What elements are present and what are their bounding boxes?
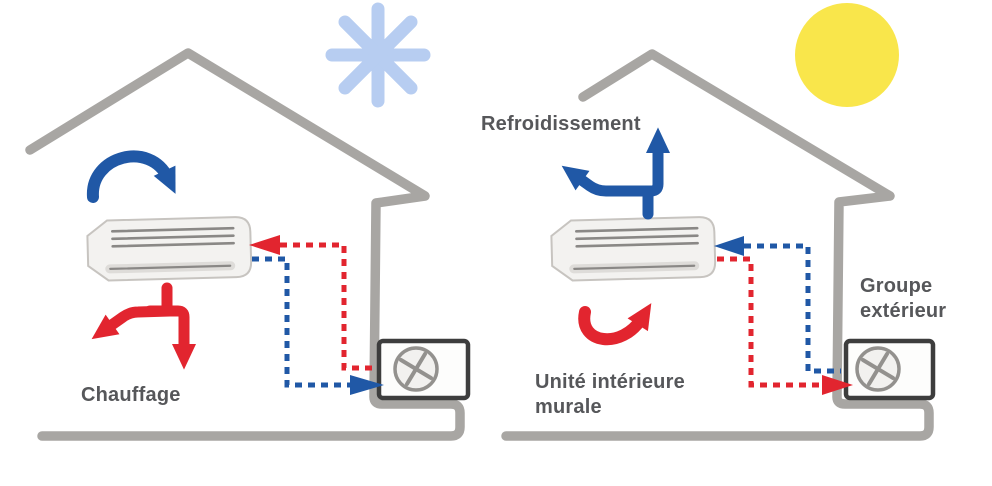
left-outdoor-unit — [376, 338, 471, 401]
sun-icon — [795, 3, 899, 107]
right-house-outline — [501, 49, 934, 441]
right-hot-line-arrowhead — [822, 375, 853, 395]
right-warm-air-intake-arrow — [578, 303, 652, 346]
cooling-mode-label: Refroidissement — [481, 113, 641, 135]
left-cold-refrigerant-line — [252, 256, 350, 388]
left-house-outline — [25, 48, 465, 441]
right-hot-refrigerant-line — [717, 256, 822, 388]
snowflake-icon — [325, 2, 431, 108]
right-indoor-unit — [549, 215, 717, 283]
left-hot-refrigerant-line — [280, 242, 378, 371]
indoor-unit-label: Unité intérieure murale — [535, 371, 685, 418]
right-cool-air-output-arrow — [561, 127, 670, 220]
left-indoor-unit — [85, 215, 253, 283]
right-cold-refrigerant-line — [744, 243, 841, 374]
left-warm-air-output-arrow — [91, 282, 196, 370]
right-cold-line-arrowhead — [714, 236, 744, 256]
left-outdoor-fan-icon — [393, 346, 439, 392]
left-hot-line-arrowhead — [249, 235, 280, 255]
heating-mode-label: Chauffage — [81, 384, 181, 406]
outdoor-unit-label: Groupe extérieur — [860, 275, 947, 322]
left-cold-line-arrowhead — [350, 375, 384, 395]
right-outdoor-fan-icon — [855, 346, 901, 392]
right-outdoor-unit — [843, 338, 936, 401]
left-cool-air-intake-arrow — [86, 150, 176, 203]
